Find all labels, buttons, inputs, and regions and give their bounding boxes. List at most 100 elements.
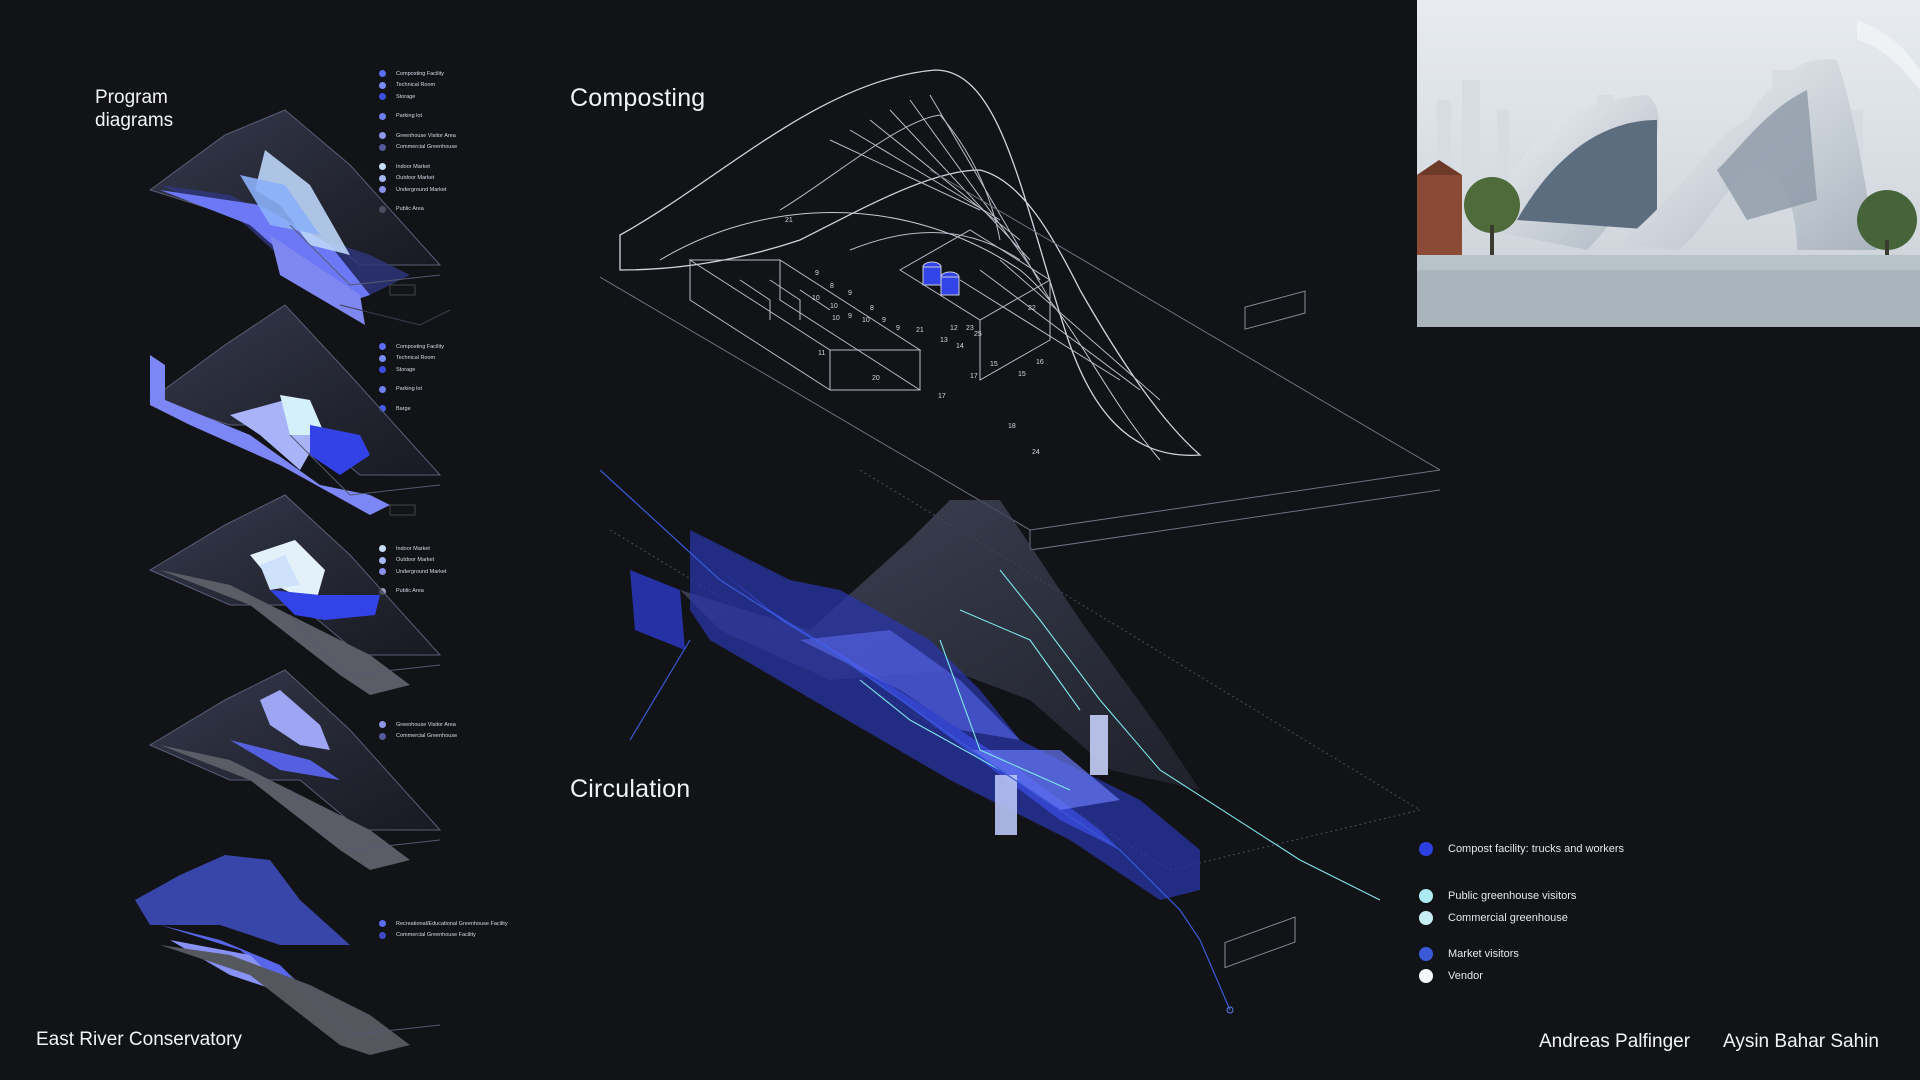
legend-swatch (379, 143, 386, 151)
legend-label: Market visitors (1448, 948, 1519, 960)
room-number: 10 (862, 317, 870, 324)
legend-label: Indoor Market (396, 545, 430, 552)
room-number: 9 (815, 270, 819, 277)
program-legend-item: Composting Facility (379, 68, 457, 80)
legend-label: Compost facility: trucks and workers (1448, 843, 1625, 855)
room-number: 17 (938, 393, 946, 400)
legend-swatch (1419, 889, 1433, 903)
legend-swatch (379, 931, 386, 939)
legend-swatch (379, 163, 386, 171)
legend-swatch (1419, 969, 1433, 983)
legend-label: Technical Room (396, 355, 436, 362)
circulation-legend-item: Commercial greenhouse (1419, 907, 1624, 929)
room-number: 17 (970, 373, 978, 380)
legend-swatch (379, 93, 386, 101)
program-legend-item: Recreational/Educational Greenhouse Faci… (379, 918, 508, 930)
program-legend-item: Parking lot (379, 111, 457, 123)
program-legend-item: Outdoor Market (379, 555, 446, 567)
room-number: 22 (1028, 305, 1036, 312)
legend-label: Technical Room (396, 82, 436, 89)
legend-label: Greenhouse Visitor Area (396, 721, 456, 728)
circulation-title: Circulation (570, 775, 691, 803)
program-legend-item: Underground Market (379, 566, 446, 578)
legend-label: Recreational/Educational Greenhouse Faci… (396, 920, 508, 927)
legend-label: Composting Facility (396, 70, 444, 77)
legend-swatch (379, 920, 386, 928)
room-number: 9 (848, 290, 852, 297)
program-legend-item: Greenhouse Visitor Area (379, 719, 457, 731)
project-title: East River Conservatory (36, 1029, 242, 1050)
circulation-legend-item: Compost facility: trucks and workers (1419, 838, 1624, 860)
legend-label: Commercial Greenhouse (396, 144, 458, 151)
legend-swatch (379, 186, 386, 194)
author-name-1: Andreas Palfinger (1539, 1031, 1691, 1052)
program-legend-item: Technical Room (379, 353, 444, 365)
legend-swatch (379, 366, 386, 374)
legend-label: Commercial Greenhouse (396, 733, 458, 740)
program-legend-item: Greenhouse Visitor Area (379, 130, 457, 142)
legend-swatch (379, 545, 386, 553)
circulation-diagram (600, 470, 1420, 1014)
room-number: 25 (974, 331, 982, 338)
room-number: 21 (785, 217, 793, 224)
room-number: 10 (812, 295, 820, 302)
legend-swatch (379, 568, 386, 576)
legend-label: Commercial Greenhouse Facility (396, 932, 476, 939)
program-legend-item: Underground Market (379, 184, 457, 196)
legend-swatch (379, 112, 386, 120)
legend-swatch (1419, 842, 1433, 856)
room-number: 12 (950, 325, 958, 332)
legend-swatch (379, 721, 386, 729)
program-legend-item: Barge (379, 403, 444, 415)
legend-label: Parking lot (396, 386, 422, 393)
room-number: 15 (990, 361, 998, 368)
program-legend-item: Indoor Market (379, 161, 457, 173)
legend-swatch (379, 556, 386, 564)
program-legend-item: Storage (379, 91, 457, 103)
legend-swatch (379, 81, 386, 89)
circulation-legend-item: Market visitors (1419, 943, 1624, 965)
composting-title: Composting (570, 84, 706, 112)
room-number: 11 (818, 350, 825, 357)
room-number: 9 (896, 325, 900, 332)
room-number: 9 (882, 317, 886, 324)
legend-label: Parking lot (396, 113, 422, 120)
program-legend-5: Recreational/Educational Greenhouse Faci… (379, 918, 508, 941)
legend-label: Underground Market (396, 186, 447, 193)
legend-swatch (379, 174, 386, 182)
author-name-2: Aysin Bahar Sahin (1723, 1031, 1879, 1052)
legend-label: Greenhouse Visitor Area (396, 132, 456, 139)
room-number: 10 (830, 303, 838, 310)
program-diagrams-title: Program diagrams (95, 87, 174, 131)
circulation-legend-item: Public greenhouse visitors (1419, 885, 1624, 907)
legend-swatch (379, 70, 386, 78)
program-legend-item: Commercial Greenhouse Facility (379, 930, 508, 942)
program-legend-item: Parking lot (379, 384, 444, 396)
legend-swatch (379, 354, 386, 362)
legend-label: Indoor Market (396, 163, 430, 170)
program-legend-item: Storage (379, 364, 444, 376)
room-number: 20 (872, 375, 880, 382)
program-legend-item: Technical Room (379, 80, 457, 92)
legend-label: Vendor (1448, 970, 1483, 982)
legend-label: Commercial greenhouse (1448, 912, 1568, 924)
room-number: 15 (1018, 371, 1026, 378)
legend-swatch (1419, 911, 1433, 925)
legend-swatch (379, 385, 386, 393)
legend-label: Barge (396, 405, 411, 412)
program-legend-item: Commercial Greenhouse (379, 142, 457, 154)
room-number: 8 (870, 305, 874, 312)
legend-swatch (1419, 947, 1433, 961)
circulation-legend-item: Vendor (1419, 965, 1624, 987)
program-legend-item: Composting Facility (379, 341, 444, 353)
program-diagram-2 (148, 304, 442, 516)
room-number: 23 (966, 325, 974, 332)
legend-swatch (379, 343, 386, 351)
room-number: 16 (1036, 359, 1044, 366)
legend-swatch (379, 732, 386, 740)
legend-label: Composting Facility (396, 343, 444, 350)
program-legend-item: Commercial Greenhouse (379, 731, 457, 743)
